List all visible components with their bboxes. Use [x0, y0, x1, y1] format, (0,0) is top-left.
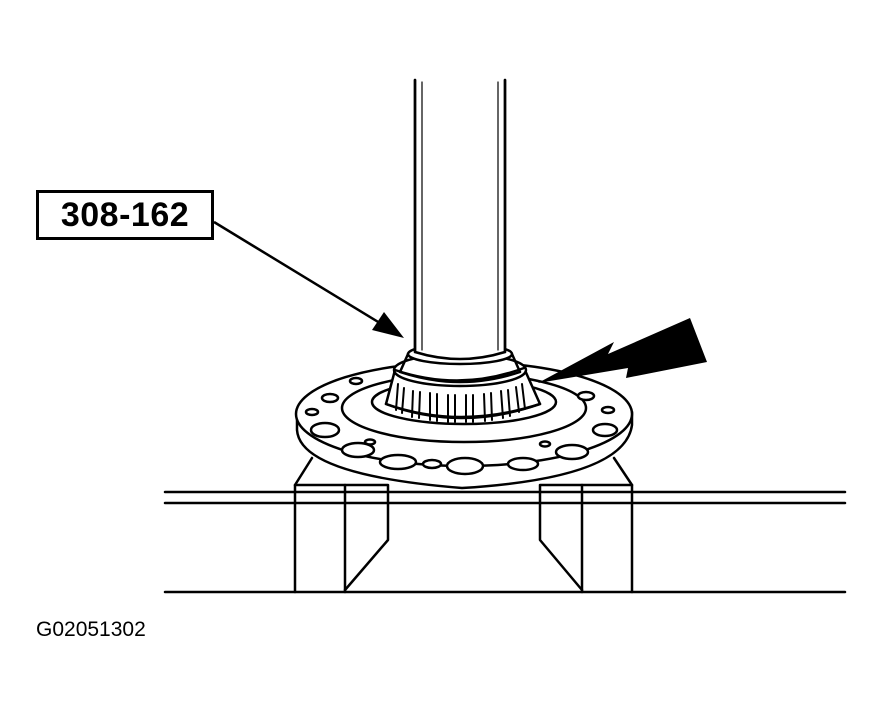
support-block-right	[538, 456, 634, 594]
tool-number-callout: 308-162	[36, 190, 214, 240]
support-block-left	[293, 456, 390, 594]
direction-arrow-icon	[538, 318, 707, 383]
pointer-arrow-icon	[213, 220, 404, 338]
flange-bolt-holes	[304, 376, 619, 476]
figure-id: G02051302	[36, 618, 146, 641]
installer-tool-shaft	[413, 78, 507, 361]
press-bed	[163, 490, 847, 594]
bearing-rollers	[395, 383, 526, 423]
